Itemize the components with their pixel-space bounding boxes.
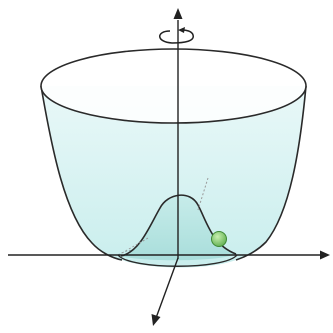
bowl-right-edge (235, 85, 307, 261)
central-hump-outline (120, 194, 237, 257)
rotation-arrow-icon (159, 27, 194, 44)
x-axis-arrowhead (320, 250, 330, 260)
bowl-bottom-rim-front (117, 254, 238, 267)
depth-axis (155, 257, 179, 319)
vertical-axis-arrowhead (173, 8, 183, 19)
depth-axis-arrowhead (151, 314, 161, 326)
ball-icon (211, 231, 227, 247)
bowl-top-rim (40, 48, 307, 124)
bowl-surface (41, 86, 306, 268)
dashed-guide-right (197, 177, 209, 211)
dashed-guide-left (121, 237, 149, 254)
